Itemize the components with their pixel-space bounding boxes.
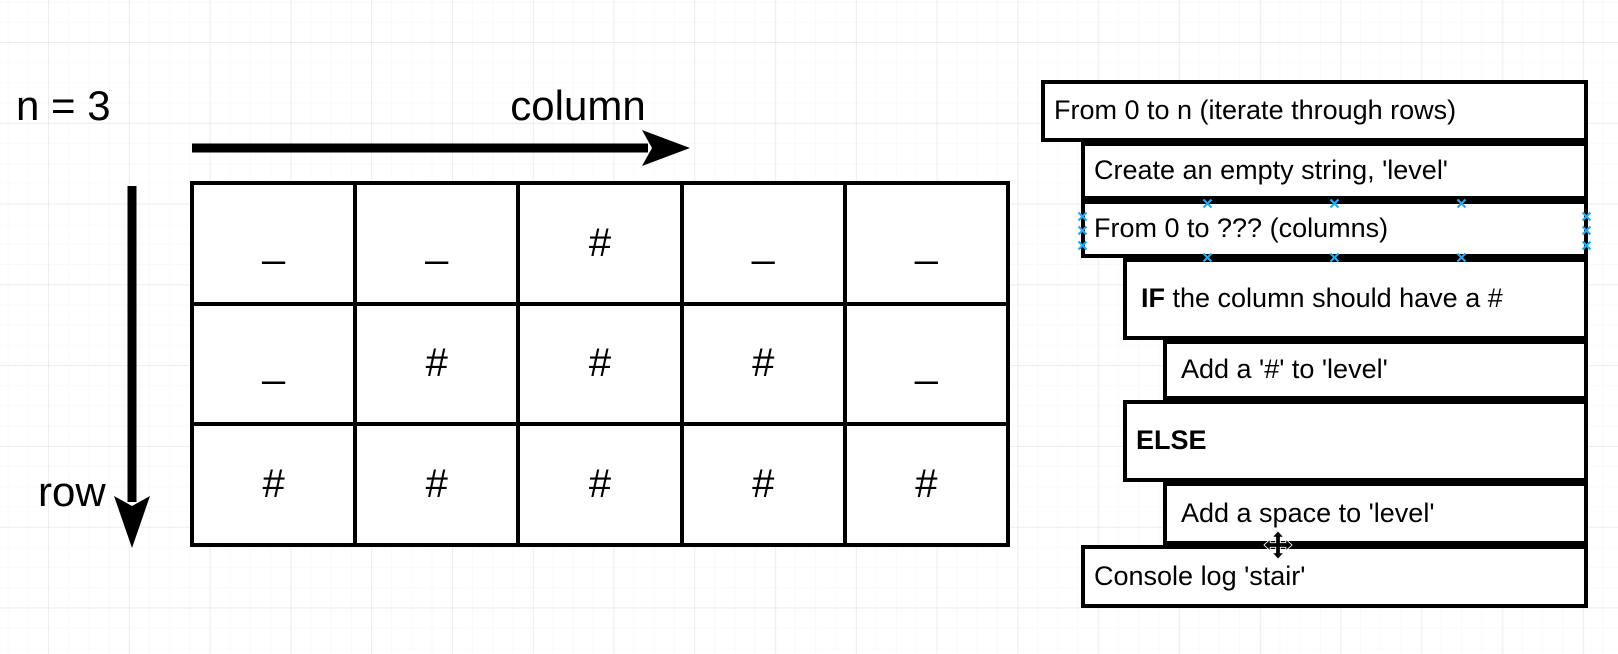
column-arrowhead-icon [642,130,690,166]
step-console-log[interactable]: Console log 'stair' [1081,545,1588,608]
column-axis-arrow[interactable] [186,124,696,172]
step-label: Create an empty string, 'level' [1094,155,1448,186]
table-cell-r0c3[interactable]: _ [683,185,843,302]
table-cell-r2c1[interactable]: # [357,426,517,543]
step-else[interactable]: ELSE [1123,400,1588,482]
table-cell-r0c1[interactable]: _ [357,185,517,302]
table-cell-r1c3[interactable]: # [683,305,843,423]
connection-point-handle[interactable] [1456,250,1467,263]
table-cell-r2c3[interactable]: # [683,426,843,543]
step-rows-loop[interactable]: From 0 to n (iterate through rows) [1041,80,1588,142]
table-cell-r1c4[interactable]: _ [846,305,1006,423]
step-add-space[interactable]: Add a space to 'level' [1163,482,1588,545]
step-label: the column should have a # [1165,283,1503,314]
move-cursor-icon [1263,530,1293,560]
table-cell-r2c2[interactable]: # [520,426,680,543]
step-label: Console log 'stair' [1094,560,1306,591]
connection-point-handle[interactable] [1202,250,1213,263]
connection-point-handle[interactable] [1456,196,1467,209]
step-add-hash[interactable]: Add a '#' to 'level' [1163,340,1588,400]
table-cell-r1c0[interactable]: _ [194,305,354,423]
if-keyword: IF [1141,283,1165,314]
table-cell-r0c0[interactable]: _ [194,185,354,302]
connection-point-handle[interactable] [1329,250,1340,263]
column-axis-label[interactable]: column [510,82,646,129]
connection-point-handle[interactable] [1581,209,1592,222]
step-create-level[interactable]: Create an empty string, 'level' [1081,142,1588,200]
row-arrowhead-icon [114,496,150,548]
n-value-label[interactable]: n = 3 [16,82,111,129]
table-cell-r0c2[interactable]: # [520,185,680,302]
row-axis-label[interactable]: row [38,468,106,515]
stair-pattern-table[interactable]: _ _ # _ _ _ # # # _ # # # # # [190,181,1010,547]
connection-point-handle[interactable] [1202,196,1213,209]
table-cell-r2c4[interactable]: # [846,426,1006,543]
row-axis-arrow[interactable] [108,180,156,552]
connection-point-handle[interactable] [1077,223,1088,236]
table-cell-r2c0[interactable]: # [194,426,354,543]
connection-point-handle[interactable] [1581,223,1592,236]
table-cell-r1c2[interactable]: # [520,305,680,423]
step-label: From 0 to ??? (columns) [1094,213,1389,244]
connection-point-handle[interactable] [1077,209,1088,222]
step-label: Add a space to 'level' [1181,497,1435,528]
connection-point-handle[interactable] [1329,196,1340,209]
table-cell-r1c1[interactable]: # [357,305,517,423]
else-keyword: ELSE [1136,425,1207,456]
table-cell-r0c4[interactable]: _ [846,185,1006,302]
connection-point-handle[interactable] [1077,238,1088,251]
step-label: From 0 to n (iterate through rows) [1054,95,1457,126]
step-label: Add a '#' to 'level' [1181,354,1388,385]
step-if-condition[interactable]: IF the column should have a # [1123,258,1588,340]
connection-point-handle[interactable] [1581,238,1592,251]
